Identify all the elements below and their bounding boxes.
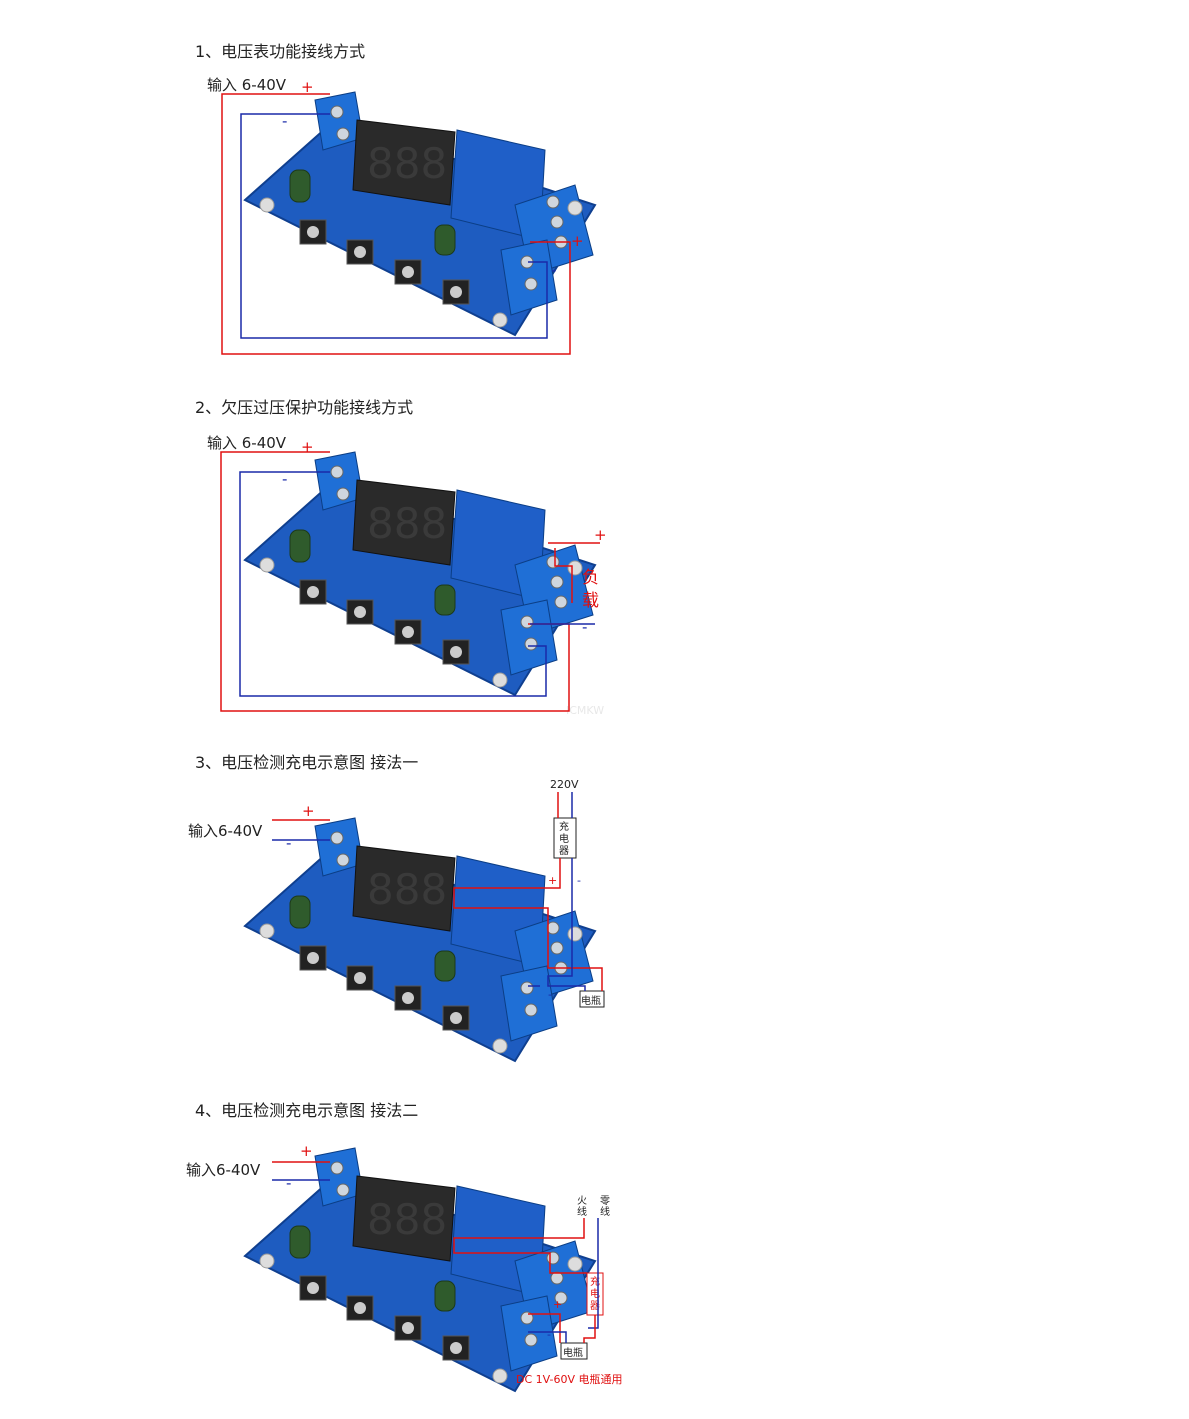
diagram-charging-method-1: 输入6-40V + - 220V 充 电 器 + - - 电瓶 bbox=[188, 778, 605, 1062]
plus-sign: + bbox=[548, 874, 557, 887]
charger-negative-wire bbox=[547, 858, 586, 991]
charger-output-wire bbox=[583, 1315, 596, 1343]
plus-sign: + bbox=[301, 438, 314, 456]
load-label: 载 bbox=[582, 591, 599, 611]
input-voltage-label: 输入 6-40V bbox=[207, 76, 287, 94]
minus-sign: - bbox=[282, 470, 287, 488]
input-voltage-label: 输入6-40V bbox=[188, 822, 263, 840]
section-2-heading: 2、欠压过压保护功能接线方式 bbox=[195, 398, 414, 417]
minus-sign: - bbox=[582, 618, 587, 636]
plus-sign: + bbox=[300, 1142, 313, 1160]
battery-label: 电瓶 bbox=[581, 994, 601, 1007]
charger-label: 充 bbox=[559, 820, 569, 833]
minus-sign: - bbox=[551, 261, 556, 279]
minus-sign: - bbox=[577, 874, 581, 887]
minus-sign: - bbox=[286, 834, 291, 852]
plus-sign: + bbox=[571, 232, 584, 250]
charger-label: 器 bbox=[559, 845, 569, 857]
plus-sign: + bbox=[553, 1298, 562, 1311]
section-3-heading: 3、电压检测充电示意图 接法一 bbox=[195, 753, 419, 772]
charger-box bbox=[553, 817, 577, 859]
battery-box bbox=[560, 1342, 588, 1360]
live-wire bbox=[453, 1218, 587, 1274]
plus-sign: + bbox=[301, 78, 314, 96]
diagram-protection-wiring: 输入 6-40V + - + - 负 载 ICMKW bbox=[207, 434, 607, 717]
blue-wire bbox=[240, 113, 548, 339]
neutral-wire-label: 零 bbox=[600, 1195, 610, 1207]
battery-label: 电瓶 bbox=[563, 1346, 583, 1359]
red-wire bbox=[221, 93, 571, 355]
plus-sign: + bbox=[594, 526, 607, 544]
battery-positive-wire bbox=[528, 1313, 561, 1343]
load-label: 负 bbox=[582, 568, 599, 588]
charger-positive-wire bbox=[453, 858, 603, 991]
live-wire-label: 火 bbox=[577, 1195, 587, 1207]
diagram-voltmeter-wiring: 888 bbox=[207, 76, 596, 355]
live-wire-label: 线 bbox=[577, 1205, 587, 1218]
minus-sign: - bbox=[548, 988, 552, 1001]
battery-compatibility-note: DC 1V-60V 电瓶通用 bbox=[516, 1372, 623, 1386]
blue-wire bbox=[239, 471, 547, 697]
minus-sign: - bbox=[282, 112, 287, 130]
watermark: ICMKW bbox=[566, 704, 604, 717]
section-4-heading: 4、电压检测充电示意图 接法二 bbox=[195, 1101, 419, 1120]
charger-label: 器 bbox=[590, 1300, 600, 1312]
ac-voltage-label: 220V bbox=[550, 778, 579, 791]
section-1-heading: 1、电压表功能接线方式 bbox=[195, 42, 366, 61]
neutral-wire-label: 线 bbox=[600, 1205, 610, 1218]
plus-sign: + bbox=[302, 802, 315, 820]
input-voltage-label: 输入 6-40V bbox=[207, 434, 287, 452]
battery-negative-wire bbox=[528, 1331, 567, 1343]
charger-label: 电 bbox=[590, 1287, 600, 1300]
neutral-wire bbox=[588, 1218, 599, 1329]
minus-sign: - bbox=[286, 1174, 291, 1192]
load-bridge-wire bbox=[554, 548, 573, 603]
minus-sign: - bbox=[547, 1328, 551, 1341]
charger-label: 电 bbox=[559, 832, 569, 845]
input-voltage-label: 输入6-40V bbox=[186, 1161, 261, 1179]
charger-label: 充 bbox=[590, 1275, 600, 1288]
battery-box bbox=[579, 990, 605, 1008]
diagram-charging-method-2: 输入6-40V + - 火 线 零 线 充 电 器 + - 电瓶 DC 1V-6… bbox=[186, 1142, 623, 1392]
